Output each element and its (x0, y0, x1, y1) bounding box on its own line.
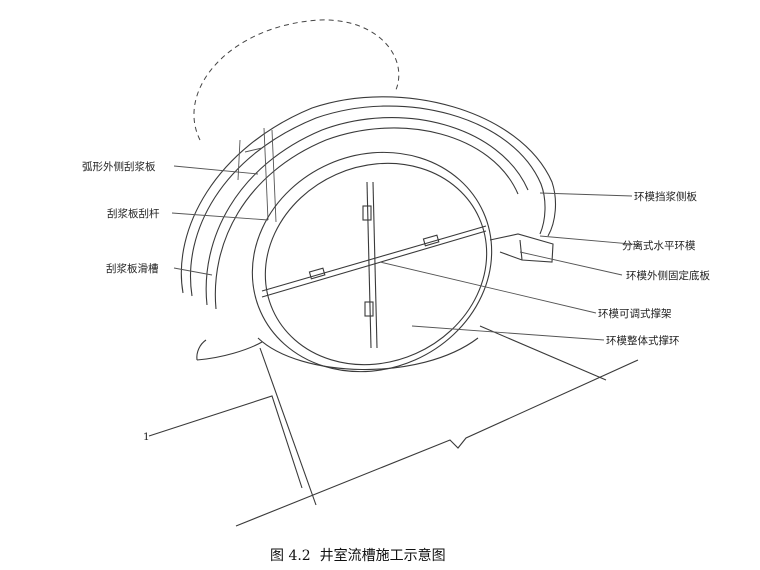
dashed-swing-arc (193, 19, 400, 141)
label-fixed-base-board: 环模外侧固定底板 (626, 269, 710, 282)
outer-scraper-arc (180, 96, 557, 310)
label-item-1: 1 (143, 431, 150, 443)
label-slurry-groove: 刮浆板滑槽 (106, 262, 159, 275)
leader-lines (171, 165, 643, 341)
label-outer-scraper: 弧形外侧刮浆板 (82, 160, 156, 173)
label-integral-ring: 环模整体式撑环 (606, 334, 680, 347)
adjustable-bracing (261, 181, 487, 349)
label-split-ring-mold: 分离式水平环模 (622, 239, 696, 252)
figure-caption: 图 4.2 井室流槽施工示意图 (270, 547, 446, 564)
integral-ring (251, 151, 493, 373)
channel-ground-lines (148, 325, 639, 527)
label-scraper-rod: 刮浆板刮杆 (107, 207, 160, 220)
label-adjustable-bracing: 环模可调式撑架 (598, 307, 672, 320)
label-ring-side-board: 环模挡浆侧板 (634, 190, 697, 203)
ring-base-flange (196, 233, 554, 361)
